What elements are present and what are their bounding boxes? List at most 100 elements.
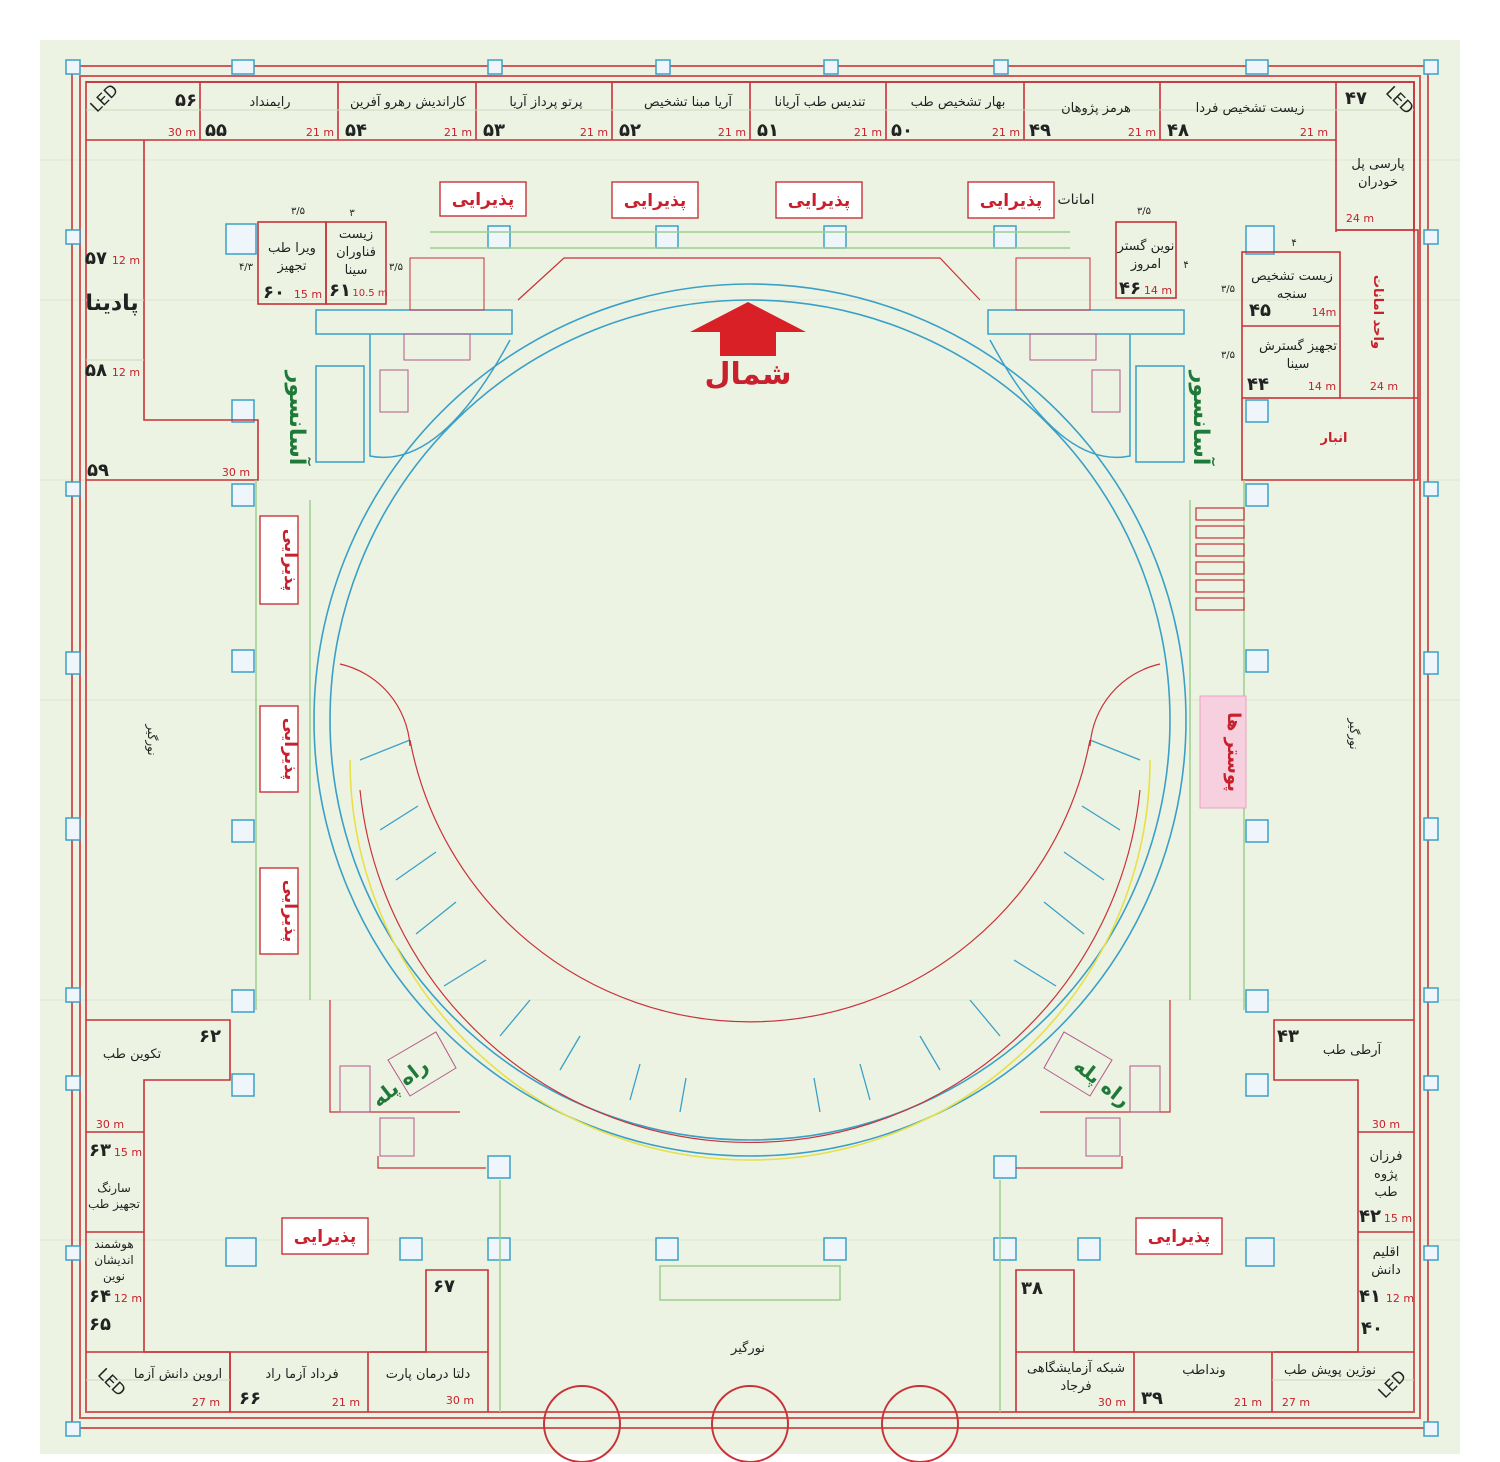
column-markers bbox=[65, 59, 1439, 1437]
reception-label: پذیرایی bbox=[452, 190, 515, 210]
booth-number: ۵۱ bbox=[757, 120, 779, 141]
booth-name: نوین گستر bbox=[1117, 238, 1175, 254]
booth-area: 21 m bbox=[332, 1396, 360, 1409]
booth-area: 15 m bbox=[114, 1146, 142, 1159]
booth-area: 14m bbox=[1312, 306, 1337, 319]
booth-area: 30 m bbox=[1098, 1396, 1126, 1409]
booth-number: ۵۶ bbox=[175, 90, 197, 111]
booth-name: تکوین طب bbox=[103, 1047, 162, 1062]
booth-number: ۵۳ bbox=[483, 120, 505, 141]
right-column-booths: نوین گستر امروز ۴۶ 14 m ۳/۵ ۴ زیست تشخیص… bbox=[1117, 206, 1399, 395]
booth-name: نوژین پویش طب bbox=[1284, 1363, 1376, 1378]
booth-number: ۴۲ bbox=[1359, 1206, 1381, 1227]
booth-area: 12 m bbox=[1386, 1292, 1414, 1305]
booth-area: 15 m bbox=[1384, 1212, 1412, 1225]
booth-area: 30 m bbox=[1372, 1118, 1400, 1131]
booth-outlines bbox=[86, 81, 1419, 1412]
booth-name: زیست تشخیص فردا bbox=[1196, 101, 1305, 116]
booth-name: خودران bbox=[1358, 175, 1398, 190]
booth-number: ۵۷ bbox=[85, 248, 107, 269]
booth-name: ونداطب bbox=[1182, 1363, 1225, 1378]
booth-floor-tiles bbox=[86, 109, 1414, 1381]
booth-number: ۵۰ bbox=[891, 120, 913, 141]
dimension-mark: ۳/۵ bbox=[389, 262, 403, 273]
entrance-circles bbox=[543, 1385, 959, 1462]
reception-label: پذیرایی bbox=[294, 1227, 357, 1247]
booth-number: ۴۵ bbox=[1249, 300, 1271, 321]
booth-name: زیست تشخیص bbox=[1251, 269, 1333, 284]
booth-name: پرتو پرداز آریا bbox=[509, 93, 583, 110]
posters-label: پوستر ها bbox=[1223, 712, 1244, 792]
booth-name: فرزان bbox=[1370, 1149, 1403, 1164]
booth-number: ۶۳ bbox=[89, 1140, 111, 1161]
booth-number: ۴۸ bbox=[1167, 120, 1189, 141]
booth-number: ۴۴ bbox=[1247, 374, 1269, 395]
booth-number: ۶۷ bbox=[433, 1276, 455, 1297]
booth-area: 10.5 m bbox=[352, 288, 387, 299]
booth-name: تجهیز گسترش bbox=[1259, 338, 1337, 354]
booth-name: آرطی طب bbox=[1323, 1041, 1383, 1058]
restroom-fixtures bbox=[409, 257, 1091, 311]
north-arrow-icon bbox=[690, 302, 806, 356]
booth-area: 24 m bbox=[1346, 212, 1374, 225]
elevator-label: آسانسور bbox=[284, 370, 312, 466]
booth-name: دانش bbox=[1371, 1263, 1401, 1278]
skylight-label: نورگیر bbox=[144, 723, 159, 755]
booth-name: دلتا درمان پارت bbox=[386, 1367, 471, 1382]
deposit-label: امانات bbox=[1058, 192, 1095, 208]
booth-area: 24 m bbox=[1370, 380, 1398, 393]
booth-area: 27 m bbox=[192, 1396, 220, 1409]
storage-label: انبار bbox=[1319, 431, 1347, 446]
booth-number: ۴۱ bbox=[1359, 1286, 1381, 1307]
dimension-mark: ۴ bbox=[1183, 260, 1188, 271]
stair-treads bbox=[339, 333, 1161, 1157]
booth-number: ۵۸ bbox=[85, 360, 107, 381]
poster-stands bbox=[1195, 507, 1245, 611]
dimension-mark: ۳/۵ bbox=[1221, 350, 1235, 361]
booth-area: 14 m bbox=[1308, 380, 1336, 393]
booth-number: ۵۴ bbox=[345, 120, 367, 141]
booth-area: 21 m bbox=[1300, 126, 1328, 139]
atrium-ring bbox=[313, 283, 1187, 1157]
reception-labels: پذیرایی پذیرایی پذیرایی پذیرایی پذیرایی … bbox=[280, 190, 1210, 1247]
booth-name: هرمز پژوهان bbox=[1061, 101, 1131, 116]
booth-name: بهار تشخیص طب bbox=[911, 95, 1006, 110]
atrium-yellow-ring bbox=[349, 759, 1151, 1161]
dimension-mark: ۴ bbox=[1291, 238, 1296, 249]
booth-area: 30 m bbox=[222, 466, 250, 479]
dimension-mark: ۳ bbox=[349, 208, 355, 219]
reception-label: پذیرایی bbox=[980, 191, 1043, 211]
booth-area: 21 m bbox=[444, 126, 472, 139]
booth-name: زیست bbox=[339, 227, 373, 242]
booth-number: ۶۰ bbox=[263, 282, 285, 303]
hall-outline bbox=[329, 257, 1171, 1169]
booth-name: تجهیز طب bbox=[88, 1197, 140, 1212]
skylight-label: نورگیر bbox=[1346, 717, 1361, 749]
booth-area: 15 m bbox=[294, 288, 322, 301]
booth-area: 27 m bbox=[1282, 1396, 1310, 1409]
booth-name: فناوران bbox=[336, 245, 376, 260]
booth-number: ۴۳ bbox=[1277, 1026, 1299, 1047]
booth-name: پارسی پل bbox=[1351, 157, 1405, 172]
left-column-booths: ۵۷ 12 m پادینا ۵۸ 12 m ۵۹ 30 m ویرا طب ت… bbox=[85, 206, 403, 481]
booth-number: ۵۲ bbox=[619, 120, 641, 141]
booth-area: 21 m bbox=[992, 126, 1020, 139]
booth-area: 30 m bbox=[96, 1118, 124, 1131]
booth-area: 21 m bbox=[1128, 126, 1156, 139]
booth-name: سنجه bbox=[1277, 287, 1307, 302]
reception-label: پذیرایی bbox=[624, 191, 687, 211]
booth-area: 30 m bbox=[446, 1394, 474, 1407]
dimension-mark: ۳/۵ bbox=[1221, 284, 1235, 295]
booth-name: تجهیز bbox=[276, 259, 306, 274]
reception-label: پذیرایی bbox=[788, 191, 851, 211]
atrium-partitions bbox=[359, 739, 1141, 1113]
posters-panel bbox=[1199, 695, 1247, 809]
booth-name: هوشمند bbox=[94, 1237, 133, 1252]
dimension-mark: ۳/۵ bbox=[1137, 206, 1151, 217]
booth-name: کاراندیش رهرو آفرین bbox=[350, 93, 467, 110]
booth-name: سینا bbox=[1287, 357, 1310, 372]
booth-number: ۴۶ bbox=[1119, 278, 1141, 299]
booth-area: 12 m bbox=[112, 366, 140, 379]
booth-number: ۳۸ bbox=[1021, 1278, 1043, 1299]
